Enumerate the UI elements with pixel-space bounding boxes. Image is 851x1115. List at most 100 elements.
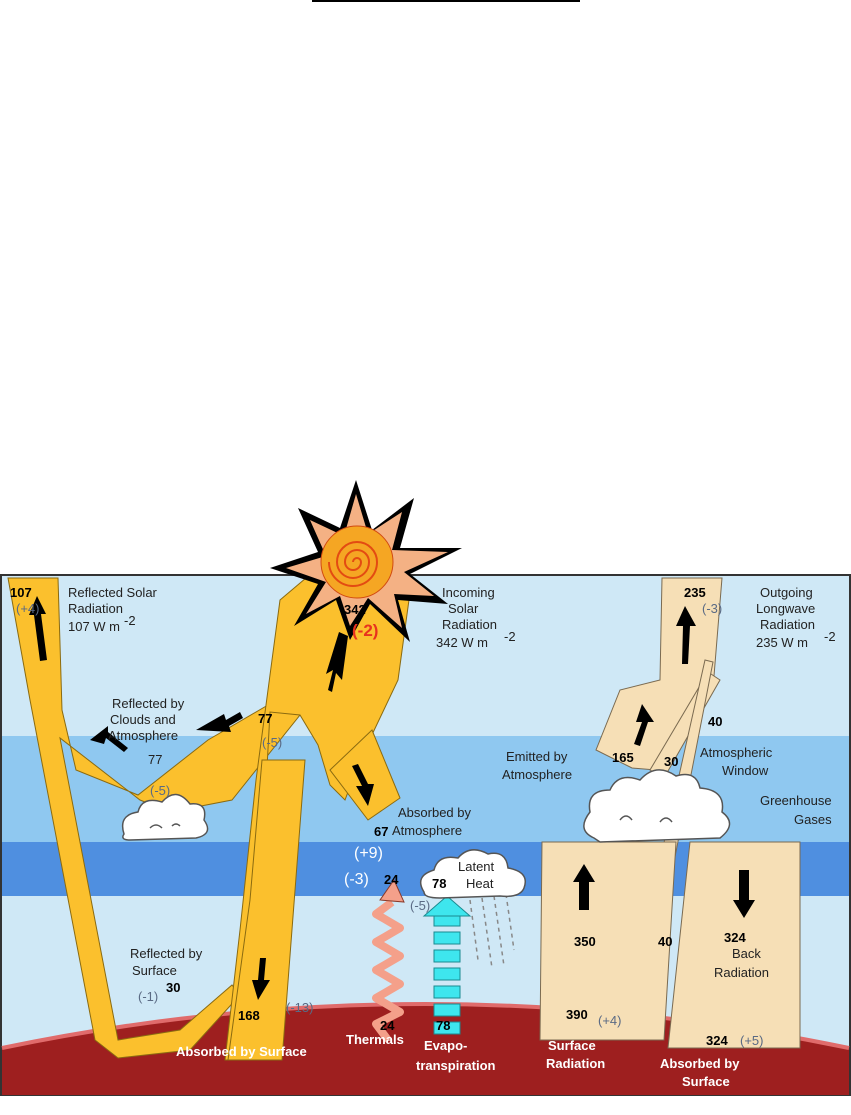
- reflected-solar-exponent: -2: [124, 613, 136, 628]
- absorbed-surface-stream: [227, 759, 306, 1061]
- surface-radiation-line-1: Surface: [548, 1038, 596, 1053]
- emitted-atmosphere-label: Emitted by Atmosphere: [502, 749, 572, 782]
- incoming-solar-label: Incoming Solar Radiation 342 W m -2: [436, 585, 516, 650]
- cloud-icon-right: [583, 769, 731, 843]
- incoming-solar-stream: [224, 577, 413, 1061]
- up-arrow-outgoing: [676, 606, 696, 664]
- emitted-atmosphere-line-2: Atmosphere: [502, 767, 572, 782]
- reflected-solar-line-1: Reflected Solar: [68, 585, 158, 600]
- value-window: 40: [708, 714, 722, 729]
- incoming-solar-exponent: -2: [504, 629, 516, 644]
- value-latent-atm: 78: [432, 876, 446, 891]
- value-incoming-change: (-2): [352, 621, 378, 640]
- emitted-atmosphere-line-1: Emitted by: [506, 749, 568, 764]
- surface-radiation-line-2: Radiation: [546, 1056, 605, 1071]
- rain-icon: [469, 893, 515, 969]
- thermals-arrowhead: [379, 878, 405, 903]
- evapotranspiration-line-1: Evapo-: [424, 1038, 467, 1053]
- value-absorbed-atm-change: (+9): [354, 845, 383, 862]
- greenhouse-gases-label: Greenhouse Gases: [760, 793, 832, 827]
- back-radiation-label: Back Radiation: [714, 946, 769, 980]
- value-back-ground-change: (+5): [740, 1033, 763, 1048]
- atmospheric-window-line-1: Atmospheric: [700, 745, 773, 760]
- reflected-solar-label: Reflected Solar Radiation 107 W m -2: [68, 585, 158, 634]
- value-cloud-change: (-5): [150, 783, 170, 798]
- absorbed-surface-right-line-2: Surface: [682, 1074, 730, 1089]
- value-reflected-total: 107: [10, 585, 32, 600]
- cloud-icon-latent: [419, 849, 526, 899]
- reflected-solar-outer-stream: [7, 577, 301, 1059]
- reflected-surface-label: Reflected by Surface: [130, 946, 203, 978]
- greenhouse-gases-line-2: Gases: [794, 812, 832, 827]
- reflected-clouds-line-1: Reflected by: [112, 696, 185, 711]
- reflected-solar-unit: 107 W m: [68, 619, 120, 634]
- back-radiation-line-2: Radiation: [714, 965, 769, 980]
- absorbed-atmosphere-line-1: Absorbed by: [398, 805, 471, 820]
- up-arrow-emitted: [634, 704, 654, 746]
- latent-heat-line-1: Latent: [458, 859, 495, 874]
- absorbed-atmosphere-line-2: Atmosphere: [392, 823, 462, 838]
- value-window-low: 40: [658, 934, 672, 949]
- value-emitted-clouds: 30: [664, 754, 678, 769]
- value-surface-reflect-change: (-1): [138, 989, 158, 1004]
- outgoing-longwave-line-3: Radiation: [760, 617, 815, 632]
- value-clouds-reflect-label: 77: [148, 752, 162, 767]
- reflected-clouds-line-3: Atmosphere: [108, 728, 178, 743]
- value-back-ground: 324: [706, 1033, 728, 1048]
- outgoing-longwave-label: Outgoing Longwave Radiation 235 W m -2: [756, 585, 836, 650]
- value-outgoing: 235: [684, 585, 706, 600]
- atmospheric-window-line-2: Window: [722, 763, 769, 778]
- down-arrow-absorbed-atm: [352, 764, 374, 806]
- latent-heat-label: Latent Heat: [458, 859, 495, 891]
- value-incoming: 342: [344, 602, 366, 617]
- reflected-clouds-line-2: Clouds and: [110, 712, 176, 727]
- value-reflected-total-change: (+4): [16, 601, 39, 616]
- incoming-solar-line-1: Incoming: [442, 585, 495, 600]
- surface-radiation-stream: [539, 841, 677, 1041]
- value-evap-ground: 78: [436, 1018, 450, 1033]
- back-radiation-line-1: Back: [732, 946, 761, 961]
- incoming-solar-line-3: Radiation: [442, 617, 497, 632]
- evapotranspiration-arrow: [422, 895, 472, 1035]
- incoming-solar-line-2: Solar: [448, 601, 479, 616]
- reflected-surface-line-1: Reflected by: [130, 946, 203, 961]
- thermals-label: Thermals: [346, 1032, 404, 1047]
- value-clouds-reflect-change: (-5): [262, 735, 282, 750]
- value-outgoing-change: (-3): [702, 601, 722, 616]
- value-thermals-ground: 24: [380, 1018, 395, 1033]
- value-emitted-atm: 165: [612, 750, 634, 765]
- value-surface-up: 350: [574, 934, 596, 949]
- value-thermals-atm: 24: [384, 872, 399, 887]
- absorbed-surface-right-line-1: Absorbed by: [660, 1056, 740, 1071]
- down-arrow-incoming: [326, 632, 348, 692]
- outgoing-longwave-line-2: Longwave: [756, 601, 815, 616]
- thermals-arrow: [372, 898, 404, 1043]
- reflected-surface-line-2: Surface: [132, 963, 177, 978]
- value-latent-change: (-5): [410, 898, 430, 913]
- incoming-solar-unit: 342 W m: [436, 635, 488, 650]
- value-surface-rad-change: (+4): [598, 1013, 621, 1028]
- value-absorbed-surface: 168: [238, 1008, 260, 1023]
- up-arrow-reflected: [29, 596, 47, 661]
- reflected-solar-line-2: Radiation: [68, 601, 123, 616]
- down-arrow-back-rad: [733, 870, 755, 918]
- value-absorbed-atm: 67: [374, 824, 388, 839]
- top-rule: [312, 0, 580, 2]
- outgoing-longwave-unit: 235 W m: [756, 635, 808, 650]
- absorbed-atmosphere-stream: [329, 729, 401, 821]
- absorbed-surface-left-label: Absorbed by Surface: [176, 1044, 307, 1059]
- cloud-icon-left: [121, 793, 209, 841]
- value-surface-reflect: 30: [166, 980, 180, 995]
- reflected-clouds-label: Reflected by Clouds and Atmosphere: [108, 696, 185, 743]
- left-arrow-clouds: [196, 712, 243, 732]
- outgoing-longwave-exponent: -2: [824, 629, 836, 644]
- back-radiation-stream: [667, 841, 801, 1049]
- latent-heat-line-2: Heat: [466, 876, 494, 891]
- atmospheric-window-label: Atmospheric Window: [700, 745, 773, 778]
- up-arrow-surface-rad: [573, 864, 595, 910]
- down-arrow-absorbed-surface: [252, 958, 270, 1000]
- value-absorbed-surface-change: (-13): [286, 1000, 313, 1015]
- value-clouds-reflect: 77: [258, 711, 272, 726]
- value-back-rad: 324: [724, 930, 746, 945]
